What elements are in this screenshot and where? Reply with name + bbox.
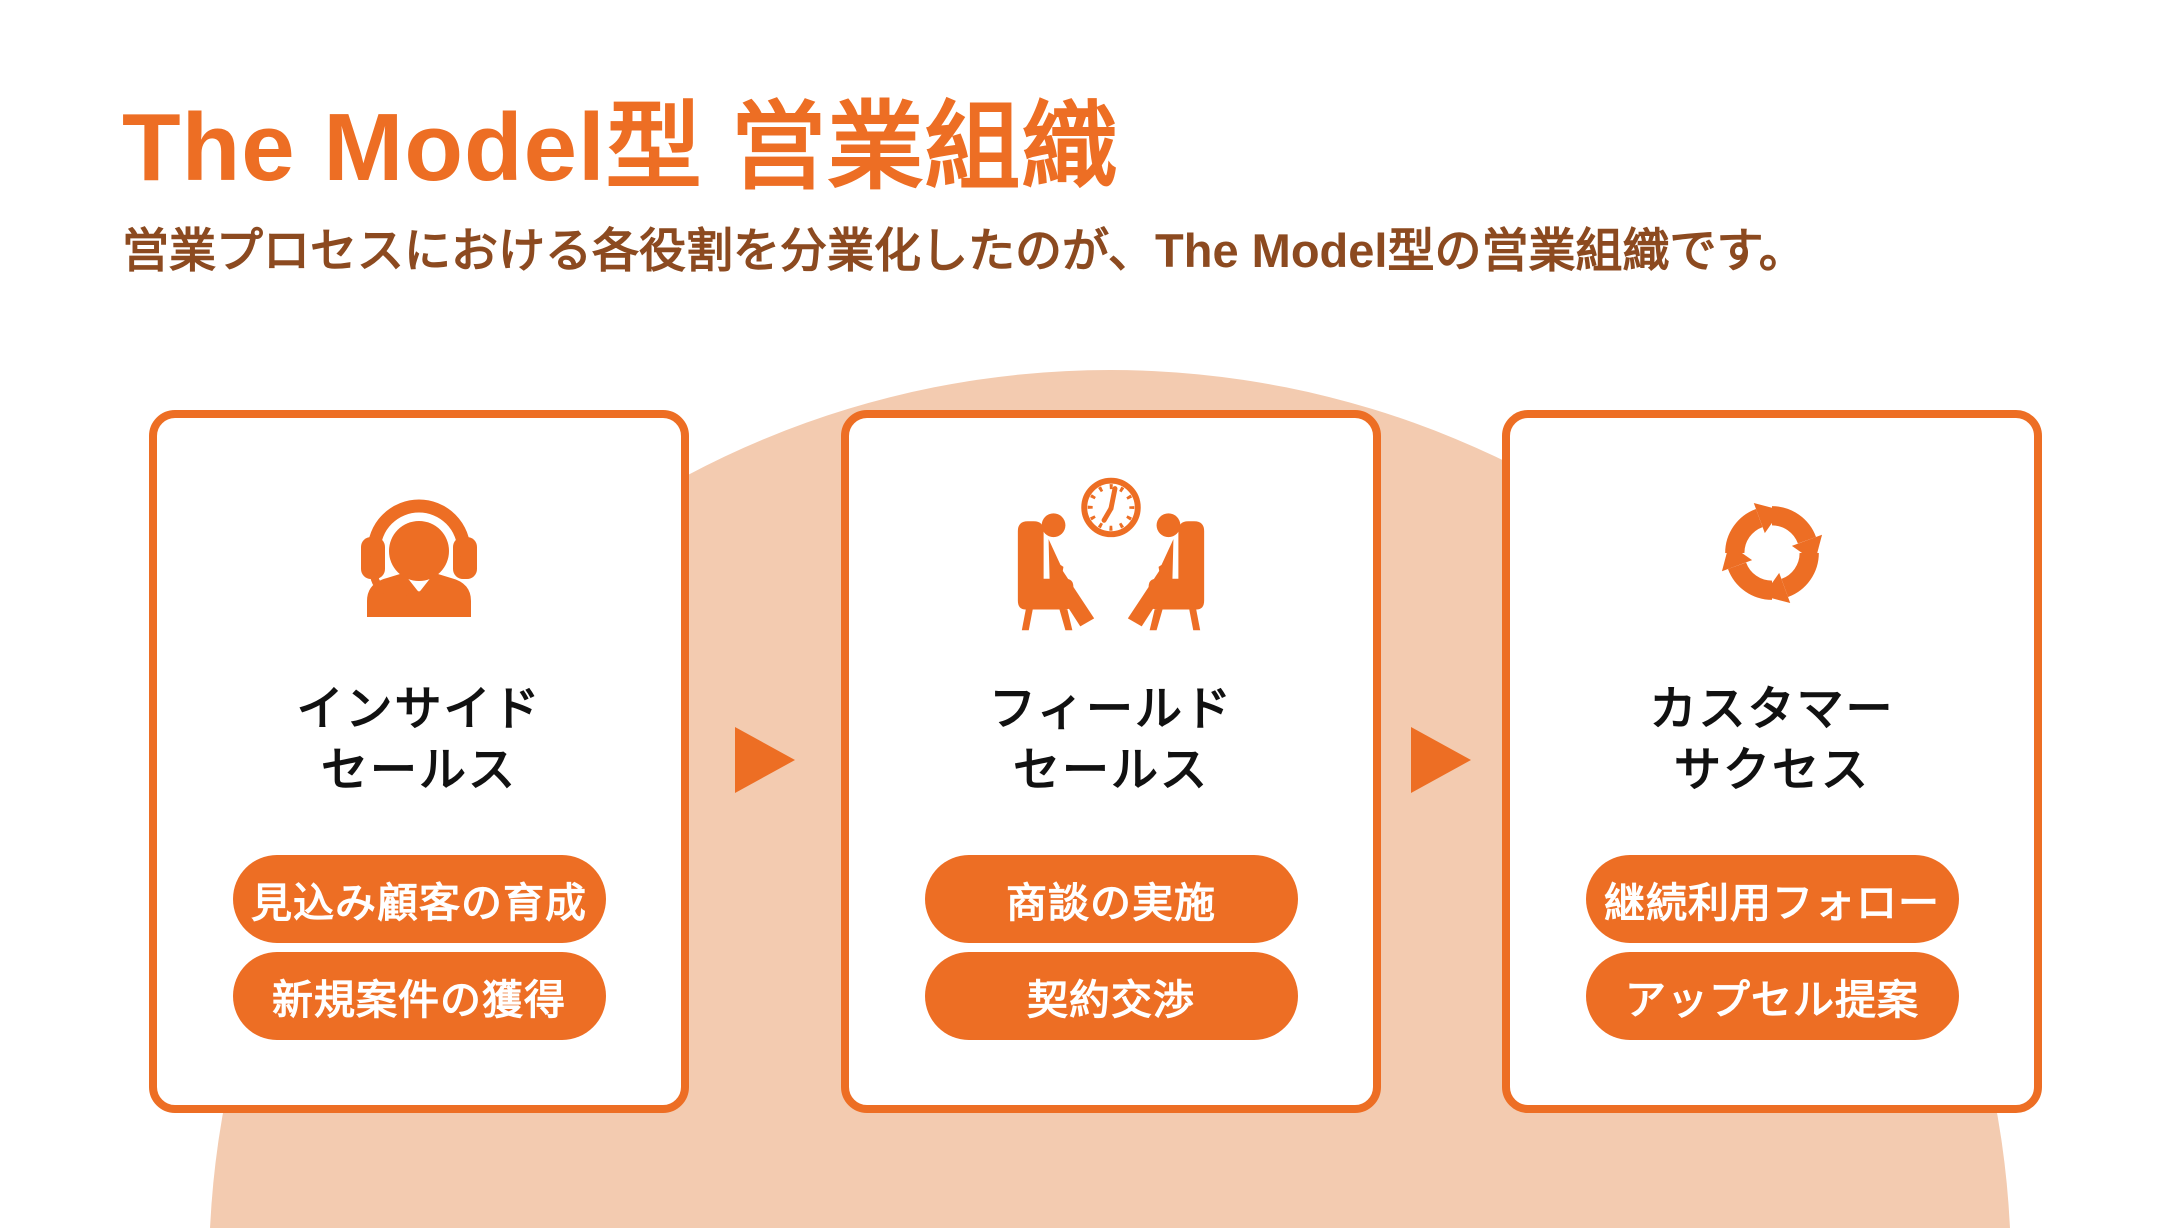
page-subtitle: 営業プロセスにおける各役割を分業化したのが、The Model型の営業組織です。 [122,223,1806,277]
stage-card-customer-success: カスタマー サクセス 継続利用フォロー アップセル提案 [1502,410,2042,1113]
business-meeting-clock-icon [1017,477,1205,631]
flow-arrow-icon [1411,727,1471,793]
pipeline-flow: インサイド セールス 見込み顧客の育成 新規案件の獲得 [149,410,2042,1113]
task-pill: 新規案件の獲得 [232,952,606,1041]
stage-title-line: サクセス [1674,743,1870,797]
stage-icon-wrap [1695,458,1849,648]
task-pill: 見込み顧客の育成 [232,855,606,944]
task-pill: 契約交渉 [924,952,1298,1041]
stage-title-line: インサイド [296,682,542,735]
stage-icon-wrap [359,458,479,648]
headset-agent-icon [361,499,477,617]
stage-title-line: フィールド [988,682,1234,735]
stage-icon-wrap [1002,458,1220,648]
page-title: The Model型 営業組織 [122,94,1119,201]
flow-arrow-icon [735,727,795,793]
stage-title: フィールド セールス [989,678,1233,800]
stage-title-line: カスタマー [1649,682,1895,735]
stage-title: インサイド セールス [297,678,542,800]
cycle-arrows-icon [1721,502,1823,604]
stage-title: カスタマー サクセス [1650,678,1895,800]
stage-card-inside-sales: インサイド セールス 見込み顧客の育成 新規案件の獲得 [149,410,689,1113]
stage-card-field-sales: フィールド セールス 商談の実施 契約交渉 [841,410,1381,1113]
task-pill: アップセル提案 [1585,952,1959,1041]
stage-title-line: セールス [1013,743,1209,797]
header: The Model型 営業組織 営業プロセスにおける各役割を分業化したのが、Th… [122,94,1806,277]
stage-title-line: セールス [321,743,517,797]
task-pill: 継続利用フォロー [1585,855,1959,944]
task-pill: 商談の実施 [924,855,1298,944]
